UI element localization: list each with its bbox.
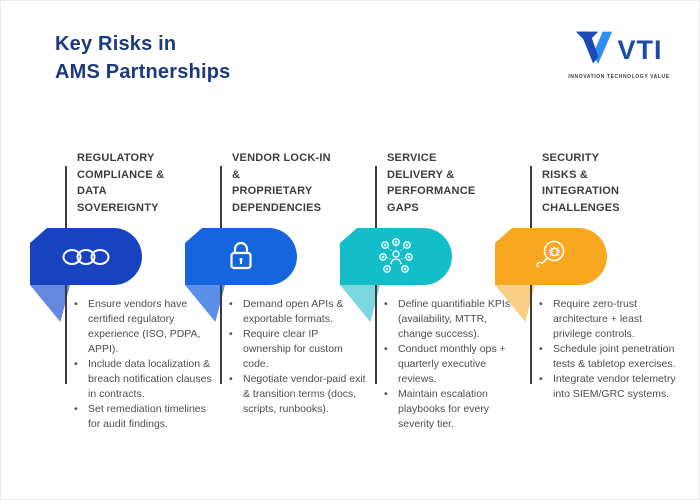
page-title-line1: Key Risks in (55, 33, 177, 55)
list-item: •Maintain escalation playbooks for every… (384, 388, 490, 430)
chain-icon (30, 228, 142, 285)
list-item: •Include data localization & breach noti… (74, 358, 212, 400)
list-item: •Require zero-trust architecture + least… (539, 298, 643, 340)
list-item: •Integrate vendor telemetry into SIEM/GR… (539, 373, 676, 400)
list-item: •Require clear IP ownership for custom c… (229, 328, 343, 370)
ribbon-banner (30, 228, 142, 285)
column-title: REGULATORY COMPLIANCE & DATA SOVEREIGNTY (77, 152, 165, 214)
list-item: •Set remediation timelines for audit fin… (74, 403, 206, 430)
list-item: •Conduct monthly ops + quarterly executi… (384, 343, 506, 385)
vti-logo: VTI INNOVATION TECHNOLOGY VALUE (558, 30, 680, 80)
ribbon-fold (495, 285, 535, 322)
risk-column-security: SECURITY RISKS & INTEGRATION CHALLENGES … (495, 140, 676, 500)
list-item: •Ensure vendors have certified regulator… (74, 298, 201, 355)
risk-column-service-delivery: SERVICE DELIVERY & PERFORMANCE GAPS •Def… (340, 140, 510, 500)
list-item: •Define quantifiable KPIs (availability,… (384, 298, 511, 340)
ribbon-fold (340, 285, 380, 322)
page-title: Key Risks in AMS Partnerships (55, 30, 230, 86)
bullet-list: •Define quantifiable KPIs (availability,… (384, 297, 522, 432)
ribbon-banner (185, 228, 297, 285)
vti-logo-tagline: INNOVATION TECHNOLOGY VALUE (568, 74, 670, 80)
risk-column-vendor-lockin: VENDOR LOCK-IN & PROPRIETARY DEPENDENCIE… (185, 140, 366, 500)
ribbon-fold (30, 285, 70, 322)
network-icon (340, 228, 452, 285)
list-item: •Schedule joint penetration tests & tabl… (539, 343, 676, 370)
bullet-list: •Require zero-trust architecture + least… (539, 297, 677, 402)
list-item: •Negotiate vendor-paid exit & transition… (229, 373, 366, 415)
column-title: SERVICE DELIVERY & PERFORMANCE GAPS (387, 152, 476, 214)
vti-logo-mark-icon (575, 30, 613, 71)
list-item: •Demand open APIs & exportable formats. (229, 298, 344, 325)
bullet-list: •Demand open APIs & exportable formats. … (229, 297, 367, 417)
vti-logo-text: VTI (617, 35, 663, 65)
ribbon-fold (185, 285, 225, 322)
risk-column-regulatory: REGULATORY COMPLIANCE & DATA SOVEREIGNTY… (30, 140, 212, 500)
bullet-list: •Ensure vendors have certified regulator… (74, 297, 212, 432)
ribbon-banner (495, 228, 607, 285)
column-title: SECURITY RISKS & INTEGRATION CHALLENGES (542, 152, 620, 214)
page-title-line2: AMS Partnerships (55, 61, 231, 83)
bug-scan-icon (495, 228, 607, 285)
column-title: VENDOR LOCK-IN & PROPRIETARY DEPENDENCIE… (232, 152, 331, 214)
lock-icon (185, 228, 297, 285)
